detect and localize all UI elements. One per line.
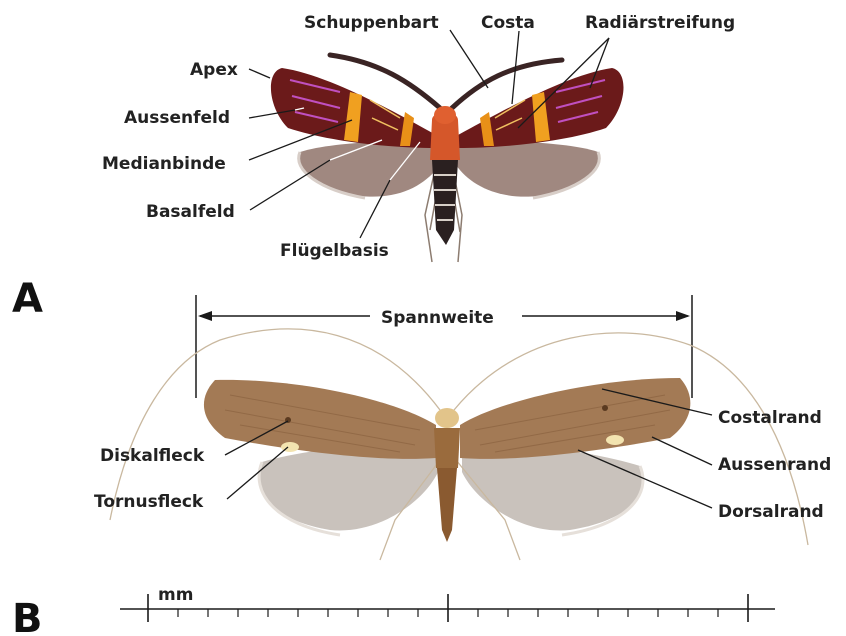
- label-fluegelbasis: Flügelbasis: [280, 241, 389, 261]
- moth-a-hindwing-left: [299, 140, 440, 197]
- moth-b-illustration: [110, 329, 808, 560]
- label-medianbinde: Medianbinde: [102, 154, 226, 174]
- label-apex: Apex: [190, 60, 238, 80]
- label-schuppenbart: Schuppenbart: [304, 13, 439, 33]
- label-aussenrand: Aussenrand: [718, 455, 831, 475]
- moth-a-illustration: [271, 55, 624, 262]
- moth-a-abdomen: [432, 160, 458, 245]
- moth-a-head: [434, 106, 456, 124]
- label-dorsalrand: Dorsalrand: [718, 502, 824, 522]
- label-diskalfleck: Diskalfleck: [100, 446, 205, 466]
- label-tornusfleck: Tornusfleck: [94, 492, 204, 512]
- moth-a-hindwing-right: [456, 140, 599, 197]
- panel-label-a: A: [12, 276, 43, 322]
- label-basalfeld: Basalfeld: [146, 202, 235, 222]
- scale-ticks: [148, 594, 748, 622]
- moth-b-head: [435, 408, 459, 428]
- panel-label-b: B: [12, 596, 43, 636]
- moth-b-forewing-right: [460, 378, 690, 459]
- label-costalrand: Costalrand: [718, 408, 822, 428]
- label-spannweite: Spannweite: [381, 308, 494, 328]
- label-scale-unit: mm: [158, 585, 193, 605]
- mm-scale-bar: [120, 594, 775, 622]
- moth-b-thorax: [434, 428, 460, 468]
- label-aussenfeld: Aussenfeld: [124, 108, 230, 128]
- moth-b-abdomen: [437, 468, 457, 542]
- label-costa: Costa: [481, 13, 535, 33]
- label-radiaerstreifung: Radiärstreifung: [585, 13, 735, 33]
